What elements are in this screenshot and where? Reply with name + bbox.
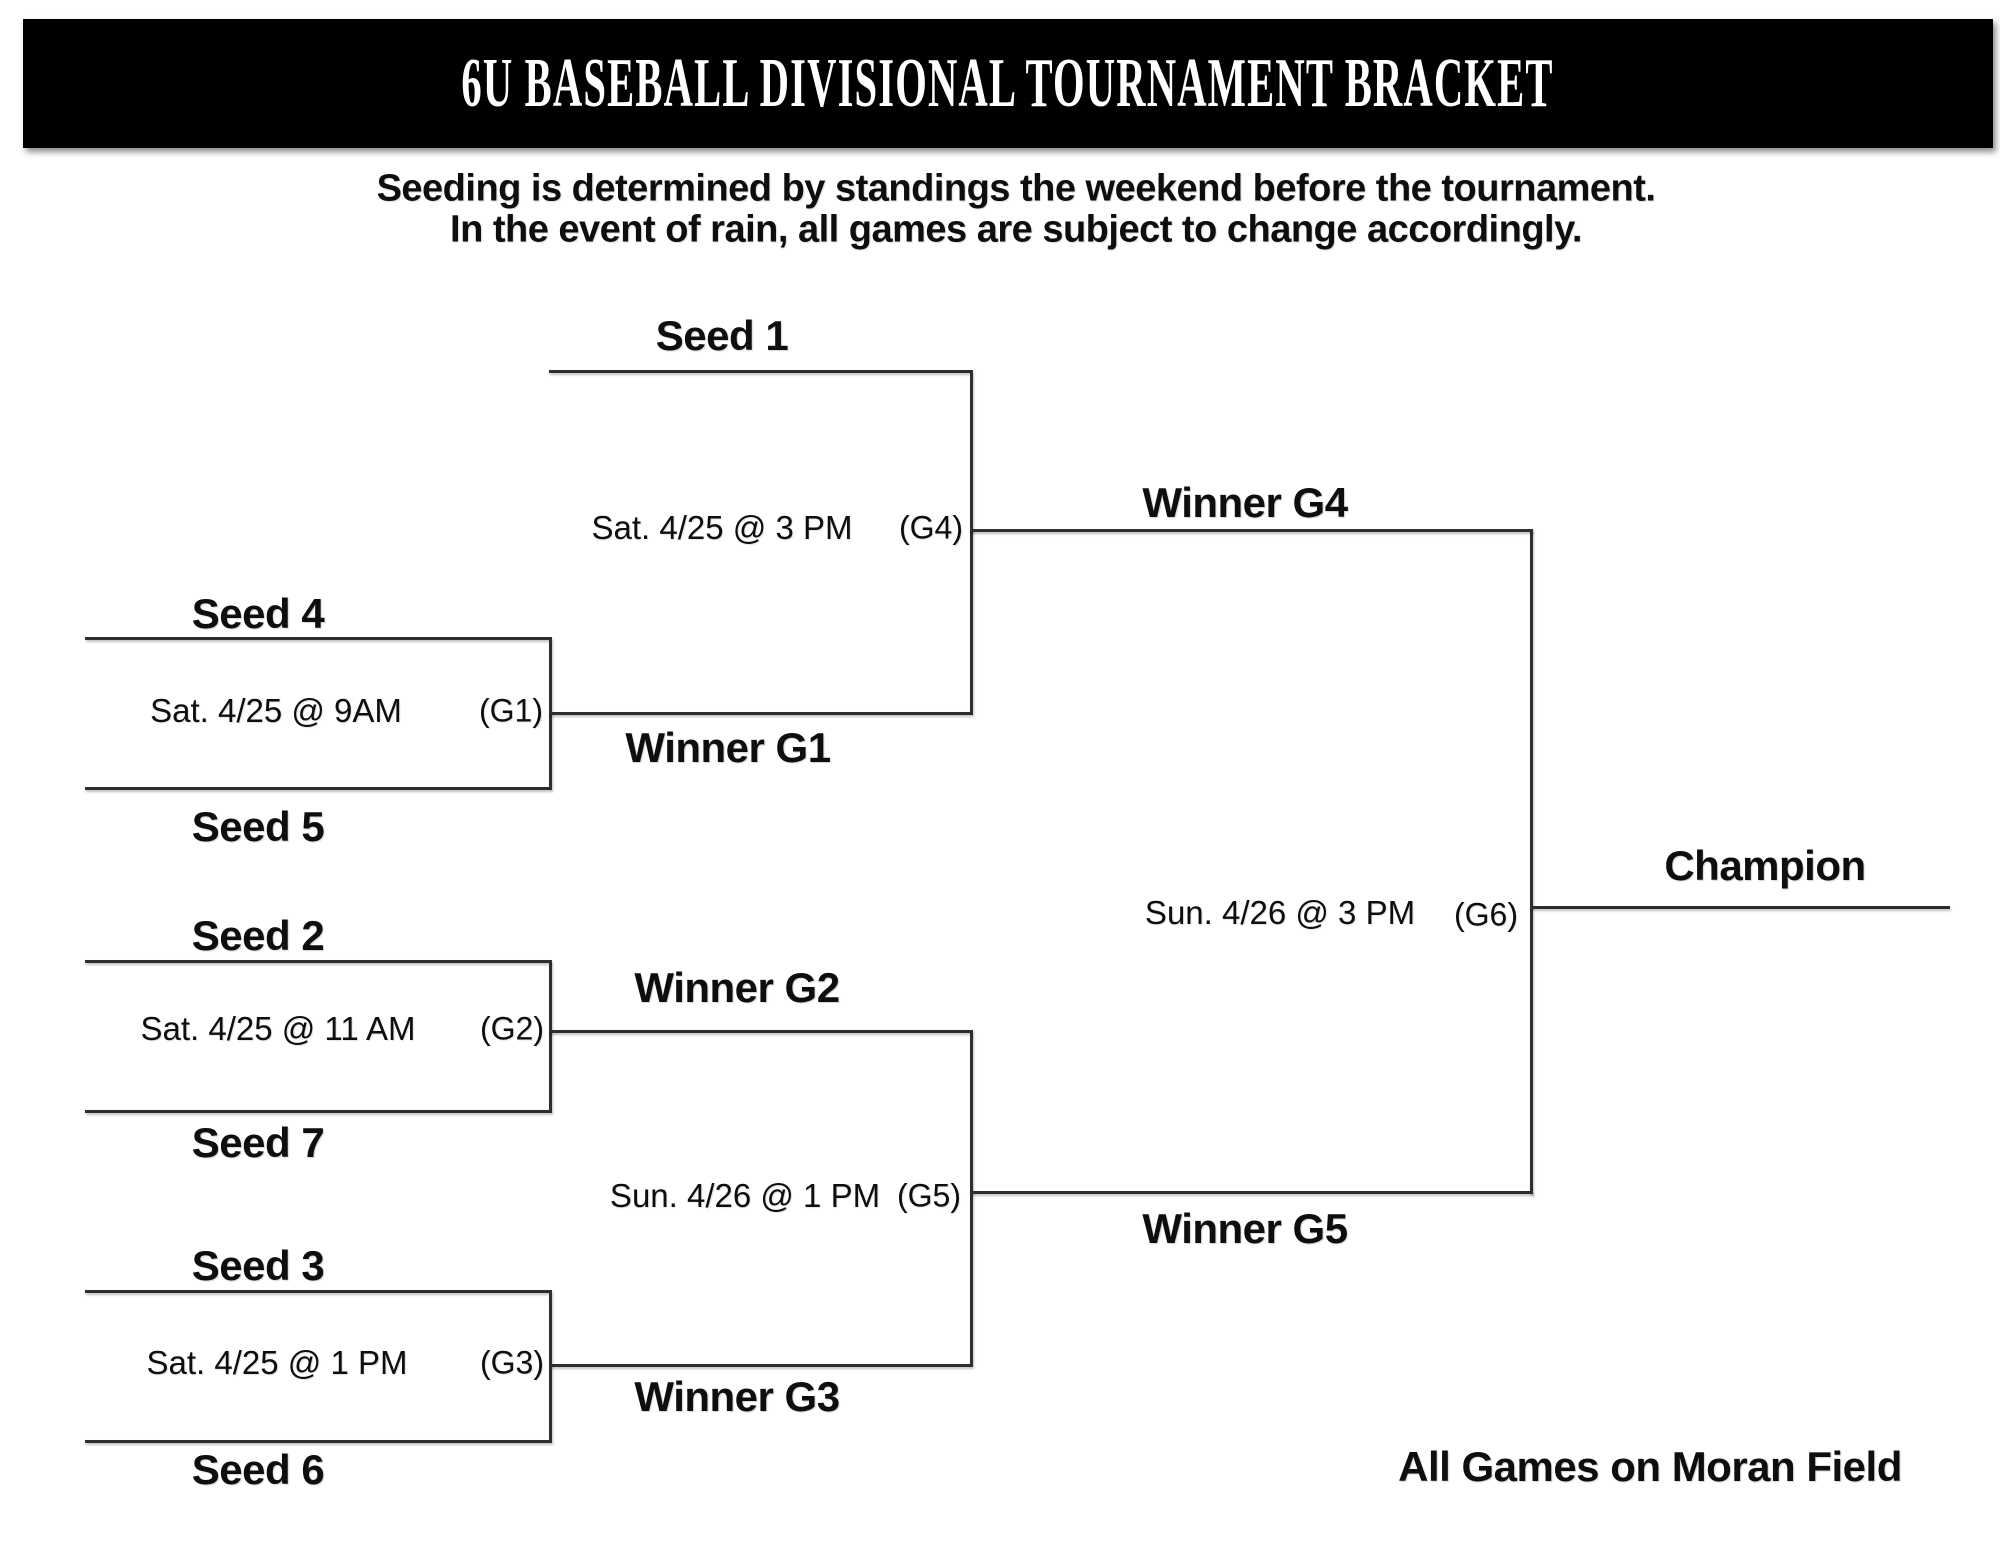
g6-game-id: (G6) [1454, 896, 1518, 933]
g1-top-line [85, 637, 549, 640]
winner-g4-label: Winner G4 [1142, 479, 1348, 526]
seed1-bye-line [549, 370, 970, 373]
g6-schedule: Sun. 4/26 @ 3 PM [1144, 894, 1416, 931]
seed-1-label: Seed 1 [655, 312, 789, 359]
page-title: 6U BASEBALL DIVISIONAL TOURNAMENT BRACKE… [461, 44, 1555, 122]
champion-label: Champion [1664, 842, 1866, 889]
g1-bottom-line [85, 787, 549, 790]
g5-junction-vertical [970, 1030, 973, 1367]
seed-6-label: Seed 6 [191, 1446, 325, 1493]
g2-top-line [85, 960, 549, 963]
seed-7-label: Seed 7 [191, 1119, 325, 1166]
g3-top-line [85, 1290, 549, 1293]
g1-game-id: (G1) [479, 692, 543, 729]
g2-right-vertical [549, 960, 552, 1113]
seed-2-label: Seed 2 [191, 912, 325, 959]
g2-bottom-line [85, 1110, 549, 1113]
g5-game-id: (G5) [897, 1177, 961, 1214]
champion-line [1530, 906, 1950, 909]
seed-4-label: Seed 4 [191, 590, 325, 637]
winner-g2-line [549, 1030, 970, 1033]
g1-schedule: Sat. 4/25 @ 9AM [150, 692, 402, 729]
seed-3-label: Seed 3 [191, 1242, 325, 1289]
winner-g3-label: Winner G3 [634, 1373, 840, 1420]
winner-g1-line [549, 712, 970, 715]
footer-note: All Games on Moran Field [1398, 1443, 1902, 1490]
g5-schedule: Sun. 4/26 @ 1 PM [609, 1177, 881, 1214]
g4-junction-vertical [970, 370, 973, 715]
winner-g3-line [549, 1364, 970, 1367]
winner-g1-label: Winner G1 [625, 724, 831, 771]
g4-schedule: Sat. 4/25 @ 3 PM [591, 509, 853, 546]
g2-game-id: (G2) [480, 1010, 544, 1047]
winner-g5-line [970, 1191, 1533, 1194]
seed-5-label: Seed 5 [191, 803, 325, 850]
subtitle-line-2: In the event of rain, all games are subj… [450, 208, 1582, 251]
winner-g5-label: Winner G5 [1142, 1205, 1348, 1252]
g3-game-id: (G3) [480, 1344, 544, 1381]
g2-schedule: Sat. 4/25 @ 11 AM [140, 1010, 416, 1047]
winner-g4-line [970, 529, 1533, 532]
g3-schedule: Sat. 4/25 @ 1 PM [146, 1344, 408, 1381]
title-banner: 6U BASEBALL DIVISIONAL TOURNAMENT BRACKE… [23, 19, 1993, 148]
g6-junction-vertical [1530, 529, 1533, 1194]
subtitle-line-1: Seeding is determined by standings the w… [376, 167, 1656, 210]
winner-g2-label: Winner G2 [634, 964, 840, 1011]
g3-bottom-line [85, 1440, 549, 1443]
g4-game-id: (G4) [899, 509, 963, 546]
